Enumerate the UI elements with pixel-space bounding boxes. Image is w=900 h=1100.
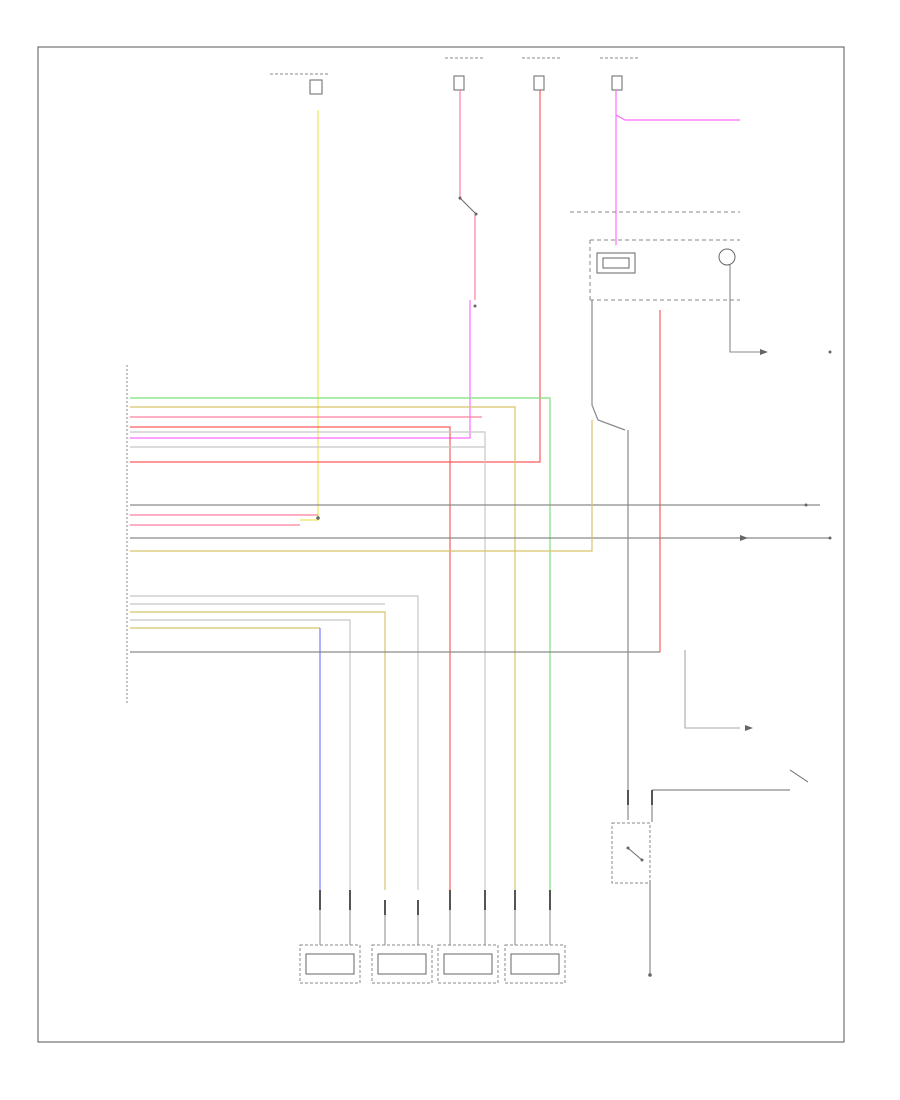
sensor-module-right (684, 650, 753, 731)
wire-lgray-11 (130, 595, 419, 890)
splice-dot (316, 516, 320, 520)
motor-1 (299, 944, 361, 984)
fuse-panel-center-left (445, 57, 485, 91)
motor-2 (371, 944, 433, 984)
wire-tan-13 (130, 611, 386, 890)
wire-magenta-harness (130, 300, 471, 439)
fuse-panel-right (600, 57, 640, 91)
fuse-panel-left (270, 73, 330, 95)
motor-connector-ticks (319, 790, 653, 915)
wire-gray-module (591, 300, 626, 431)
motor-3 (437, 944, 499, 984)
wire-lgray-14 (130, 619, 351, 890)
switch-contact-icon (458, 196, 478, 216)
wire-red-feed (130, 90, 541, 463)
wire-tan-2 (130, 406, 516, 890)
control-module-right (570, 211, 760, 353)
motor-4 (504, 944, 566, 984)
wire-yellow-feed (300, 110, 319, 521)
diagram-frame (37, 46, 845, 1043)
wire-lgray-5 (130, 446, 486, 890)
connector-arrow-icon (760, 349, 832, 355)
fuse-panel-center (522, 57, 562, 91)
wire-red-4 (130, 426, 451, 890)
wire-green-1 (130, 397, 551, 890)
brake-switch (611, 769, 809, 977)
wire-green-10 (130, 420, 593, 552)
